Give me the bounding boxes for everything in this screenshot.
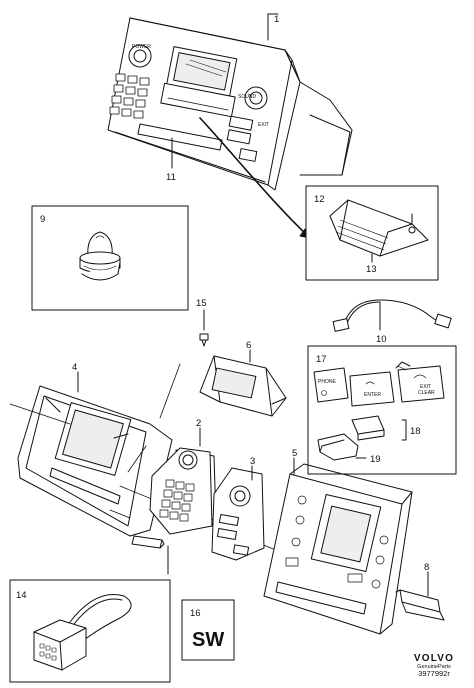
power-button-label: POWER: [132, 44, 151, 50]
detail-box-16: 16 SW: [181, 599, 235, 661]
detail-arrow: [199, 117, 311, 239]
callout-9: 9: [40, 214, 45, 225]
control-module-3: 3: [211, 456, 265, 561]
callout-3: 3: [250, 456, 255, 467]
callout-14: 14: [16, 590, 27, 601]
brand-subtitle: GenuineParts: [417, 663, 451, 670]
brand-block: VOLVO GenuineParts 3977992r: [396, 653, 472, 679]
chassis-5: 5: [263, 448, 413, 635]
callout-2: 2: [196, 418, 201, 429]
clear-label: CLEAR: [418, 390, 435, 396]
callout-4: 4: [72, 362, 77, 373]
diagram-code: 3977992r: [418, 669, 450, 679]
callout-12: 12: [314, 194, 325, 205]
detail-box-17: 17 PHONE ENTER EXIT CLEAR 18 19: [307, 345, 457, 475]
enter-button: [349, 371, 395, 407]
callout-13: 13: [366, 264, 377, 275]
keypad-grid: [109, 73, 150, 119]
callout-18: 18: [410, 426, 421, 437]
exit-clear-button: [397, 365, 445, 403]
callout-10: 10: [376, 334, 387, 345]
detail-box-14: 14: [9, 579, 171, 683]
callout-6: 6: [246, 340, 251, 351]
sw-label: SW: [192, 629, 224, 651]
detail-box-12: 12 13: [305, 185, 439, 281]
detail-box-9: 9: [31, 205, 189, 311]
callout-15: 15: [196, 298, 207, 309]
screw-17: [395, 361, 411, 371]
keypad-module-2: 2: [149, 418, 217, 535]
control-panel-assembly: POWER SOUND EXIT: [107, 17, 353, 191]
phone-button: [313, 367, 349, 403]
volvo-logo: VOLVO: [413, 653, 455, 664]
callout-17: 17: [316, 354, 327, 365]
callout-5: 5: [292, 448, 297, 459]
exit-button-label: EXIT: [258, 122, 269, 128]
exit-clear-label: EXIT: [420, 384, 431, 390]
cable-10: 10: [332, 299, 452, 345]
callout-11: 11: [166, 172, 176, 183]
front-bezel-4: 4: [17, 362, 173, 537]
enter-button-label: ENTER: [364, 392, 381, 398]
callout-16: 16: [190, 608, 201, 619]
screw-15: 15: [196, 298, 209, 347]
phone-button-label: PHONE: [318, 379, 336, 385]
callout-8: 8: [424, 562, 429, 573]
callout-1: 1: [274, 14, 279, 25]
connector-8: 8: [395, 562, 445, 621]
display-unit-6: 6: [199, 340, 287, 417]
sound-button-label: SOUND: [238, 94, 256, 100]
callout-19: 19: [370, 454, 381, 465]
